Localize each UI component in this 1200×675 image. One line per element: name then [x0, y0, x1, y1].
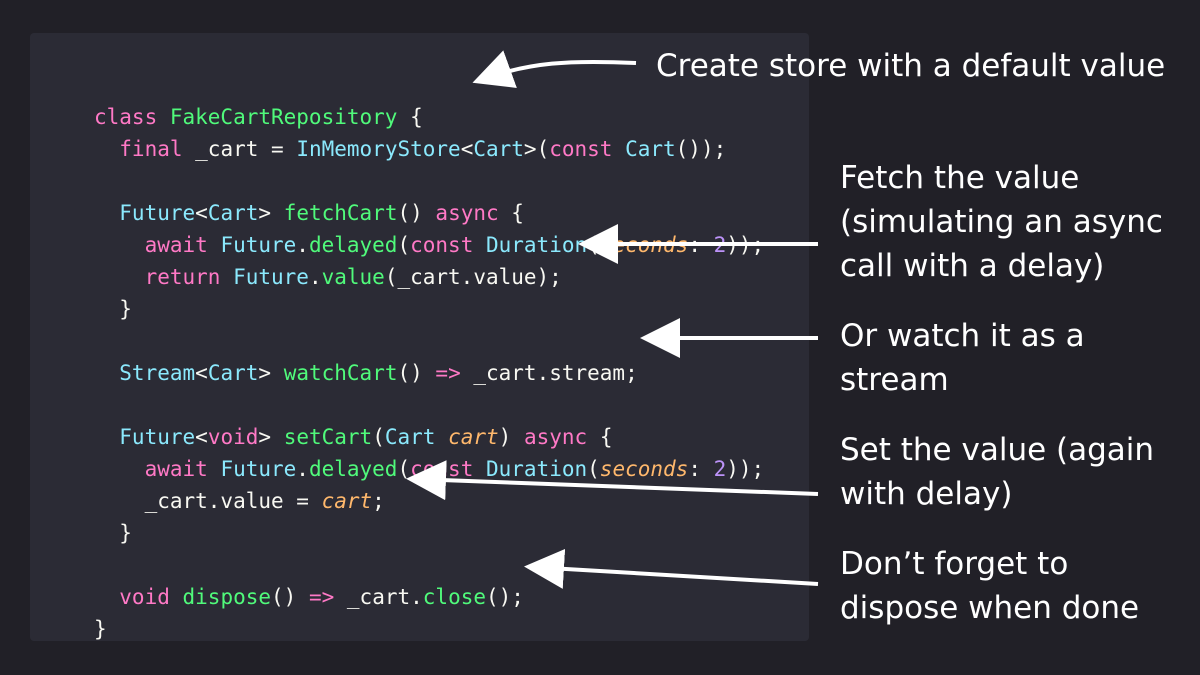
code-line: return Future.value(_cart.value);	[94, 261, 764, 293]
code-token: Future	[220, 233, 297, 257]
code-token: _cart.value =	[94, 489, 322, 513]
annotation-store: Create store with a default value	[656, 48, 1166, 84]
code-token: <	[195, 425, 208, 449]
code-token: >	[258, 361, 284, 385]
code-token: fetchCart	[283, 201, 398, 225]
annotation-fetch: Fetch the value (simulating an async cal…	[840, 160, 1163, 284]
code-token: >	[258, 201, 284, 225]
code-token: Future	[94, 425, 196, 449]
code-token: async	[435, 201, 499, 225]
code-line: Future<Cart> fetchCart() async {	[94, 197, 764, 229]
code-token: }	[94, 297, 132, 321]
arrow-set	[406, 460, 819, 501]
code-token: ();	[486, 585, 524, 609]
arrow-dispose	[524, 548, 819, 589]
code-line: final _cart = InMemoryStore<Cart>(const …	[94, 133, 764, 165]
code-token: setCart	[283, 425, 373, 449]
code-token: ;	[372, 489, 385, 513]
code-token: .	[296, 457, 309, 481]
code-token: InMemoryStore	[296, 137, 461, 161]
code-line: Future<void> setCart(Cart cart) async {	[94, 421, 764, 453]
code-token: final	[94, 137, 196, 161]
code-token: Duration	[485, 233, 588, 257]
code-token: <	[195, 201, 208, 225]
code-token: watchCart	[283, 361, 398, 385]
code-token: FakeCartRepository	[169, 105, 398, 129]
code-block: class FakeCartRepository { final _cart =…	[94, 101, 764, 645]
code-token: void	[94, 585, 183, 609]
code-token: Cart	[207, 201, 259, 225]
code-token: class	[94, 105, 170, 129]
code-token: Cart	[384, 425, 436, 449]
code-token: ()	[397, 361, 436, 385]
code-token: {	[397, 105, 423, 129]
code-token: Cart	[625, 137, 676, 161]
code-token: const	[410, 233, 486, 257]
annotation-set: Set the value (again with delay)	[840, 432, 1155, 512]
code-token: >	[258, 425, 284, 449]
code-token: <	[460, 137, 474, 161]
code-token: .	[296, 233, 309, 257]
code-token: {	[498, 201, 524, 225]
code-token: (	[397, 233, 411, 257]
code-token: ()	[397, 201, 436, 225]
code-line: void dispose() => _cart.close();	[94, 581, 764, 613]
code-token: close	[422, 585, 486, 609]
code-token: Future	[220, 457, 297, 481]
code-token: Future	[233, 265, 309, 289]
code-line: }	[94, 517, 764, 549]
code-token: delayed	[308, 457, 398, 481]
code-token: await	[94, 233, 221, 257]
code-token: _cart =	[195, 137, 297, 161]
code-token: value	[321, 265, 385, 289]
annotation-watch: Or watch it as a stream	[840, 318, 1085, 398]
code-token: {	[587, 425, 613, 449]
code-token: <	[195, 361, 208, 385]
code-token: cart	[321, 489, 373, 513]
code-token: =>	[308, 585, 335, 609]
code-token: >(	[523, 137, 550, 161]
code-line: Stream<Cart> watchCart() => _cart.stream…	[94, 357, 764, 389]
code-token: (_cart.value);	[384, 265, 562, 289]
code-token: =>	[435, 361, 461, 385]
code-token: Future	[94, 201, 196, 225]
code-token: _cart.stream;	[460, 361, 638, 385]
code-token: await	[94, 457, 221, 481]
code-token: Stream	[94, 361, 196, 385]
code-token: Cart	[207, 361, 259, 385]
code-token: (	[587, 457, 600, 481]
code-token: ());	[675, 137, 727, 161]
code-token: .	[308, 265, 322, 289]
code-token: _cart.	[334, 585, 423, 609]
code-token: )	[498, 425, 524, 449]
code-line: _cart.value = cart;	[94, 485, 764, 517]
code-token: return	[94, 265, 234, 289]
code-token: const	[549, 137, 626, 161]
code-token: :	[688, 457, 714, 481]
code-token: }	[94, 617, 107, 641]
code-token: (	[372, 425, 385, 449]
code-line: }	[94, 293, 764, 325]
code-line: await Future.delayed(const Duration(seco…	[94, 229, 765, 261]
code-line: class FakeCartRepository {	[94, 101, 764, 133]
code-token: ));	[726, 457, 765, 481]
code-token: seconds	[599, 457, 689, 481]
annotation-dispose: Don’t forget to dispose when done	[840, 546, 1140, 626]
code-token: Duration	[485, 457, 588, 481]
code-token: }	[94, 521, 132, 545]
code-token: delayed	[308, 233, 398, 257]
code-token: ()	[271, 585, 309, 609]
code-token: void	[207, 425, 259, 449]
code-token: cart	[448, 425, 499, 449]
code-token: async	[523, 425, 588, 449]
code-token: dispose	[182, 585, 272, 609]
arrow-store	[472, 50, 637, 88]
code-line: }	[94, 613, 764, 645]
code-token: Cart	[473, 137, 524, 161]
code-token: 2	[713, 457, 727, 481]
